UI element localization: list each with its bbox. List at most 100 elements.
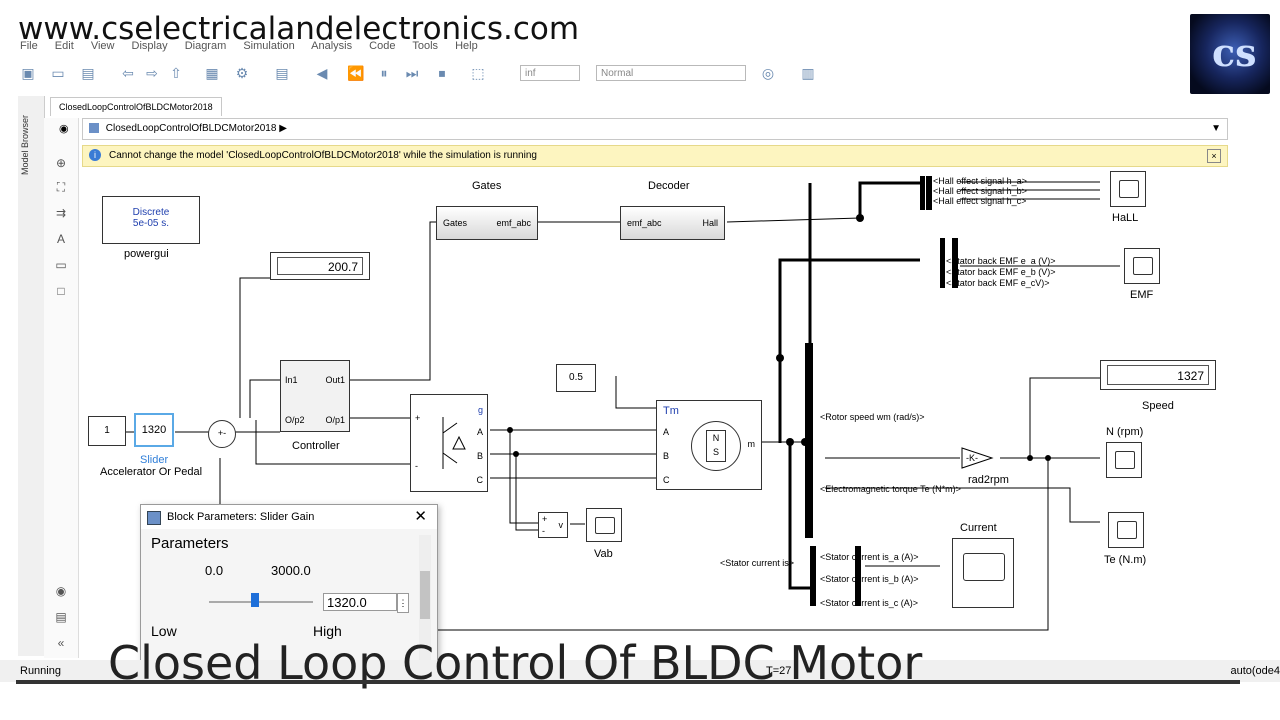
gates-out-port: emf_abc: [496, 218, 531, 228]
emf-scope-label: EMF: [1130, 289, 1154, 301]
save-icon[interactable]: ▤: [81, 65, 95, 81]
new-model-icon[interactable]: ▣: [21, 65, 35, 81]
status-bar: Running T=27 auto(ode4: [0, 660, 1280, 682]
grid-icon[interactable]: ▥: [801, 65, 815, 81]
info-banner: i Cannot change the model 'ClosedLoopCon…: [82, 145, 1228, 167]
stator-current-label: <Stator current is>: [720, 558, 795, 568]
dialog-title-bar[interactable]: Block Parameters: Slider Gain ✕: [141, 505, 437, 529]
annotation-icon[interactable]: A: [56, 232, 65, 246]
current-scope-block[interactable]: [952, 538, 1014, 608]
constant-1-block[interactable]: 1: [88, 416, 126, 446]
decoder-block[interactable]: emf_abc Hall: [620, 206, 725, 240]
status-time: T=27: [766, 665, 792, 677]
check-icon[interactable]: ◎: [761, 65, 775, 81]
step-forward-icon[interactable]: ⏭: [405, 65, 419, 81]
slider-thumb[interactable]: [250, 593, 259, 607]
inverter-block[interactable]: g A B C + -: [410, 394, 488, 492]
menu-file[interactable]: File: [20, 40, 38, 52]
watermark-text: www.cselectricalandelectronics.com: [18, 11, 580, 47]
gates-in-port: Gates: [443, 218, 468, 228]
menu-help[interactable]: Help: [455, 40, 478, 52]
canvas-tools-palette: ⊕ ⛶ ⇉ A ▭ □ ◉ ▤ «: [44, 118, 79, 658]
status-solver[interactable]: auto(ode4: [1230, 665, 1280, 677]
inverter-plus-port: +: [415, 413, 421, 423]
chevron-down-icon[interactable]: ▼: [1211, 123, 1221, 134]
speed-display-block[interactable]: 1327: [1100, 360, 1216, 390]
step-back-icon[interactable]: ◀: [316, 65, 328, 81]
controller-in2-port: O/p2: [285, 415, 305, 425]
library-icon[interactable]: ▦: [205, 65, 219, 81]
hall-signal-c: <Hall effect signal h_c>: [933, 196, 1027, 206]
slider-track[interactable]: [209, 601, 313, 603]
gates-block[interactable]: Gates emf_abc: [436, 206, 538, 240]
controller-block[interactable]: In1 O/p2 Out1 O/p1: [280, 360, 350, 432]
close-icon[interactable]: ✕: [414, 508, 427, 525]
inverter-a-port: A: [476, 427, 483, 437]
status-running: Running: [20, 665, 61, 677]
slider-gain-block[interactable]: 1320: [134, 413, 174, 447]
breadcrumb[interactable]: ◉ ClosedLoopControlOfBLDCMotor2018 ▶ ▼: [59, 118, 1228, 140]
forward-icon[interactable]: ⇨: [146, 65, 158, 81]
model-config-icon[interactable]: ▤: [275, 65, 289, 81]
menu-simulation[interactable]: Simulation: [243, 40, 295, 52]
display-block[interactable]: 200.7: [270, 252, 370, 280]
pause-icon[interactable]: ⏸: [380, 65, 388, 81]
vab-scope-label: Vab: [594, 548, 613, 560]
vm-v: v: [558, 520, 564, 530]
constant-0-5-block[interactable]: 0.5: [556, 364, 596, 392]
property-inspector-icon[interactable]: ▤: [55, 610, 67, 624]
emf-scope-block[interactable]: [1124, 248, 1160, 284]
area-icon[interactable]: □: [57, 284, 65, 298]
diagram-canvas[interactable]: Discrete 5e-05 s. powergui 200.7 Gates G…: [80, 168, 1240, 658]
zoom-icon[interactable]: ⊕: [55, 156, 67, 170]
vab-scope-block[interactable]: [586, 508, 622, 542]
tab-model[interactable]: ClosedLoopControlOfBLDCMotor2018: [50, 97, 222, 116]
voltage-measurement-block[interactable]: + - v: [538, 512, 568, 538]
emf-signal-a: <Stator back EMF e_a (V)>: [946, 256, 1056, 266]
bldc-motor-block[interactable]: Tm A B C m N S: [656, 400, 762, 490]
breadcrumb-model[interactable]: ClosedLoopControlOfBLDCMotor2018: [105, 123, 277, 134]
menu-analysis[interactable]: Analysis: [311, 40, 353, 52]
menu-tools[interactable]: Tools: [412, 40, 439, 52]
inverter-b-port: B: [476, 451, 483, 461]
close-icon[interactable]: ×: [1207, 149, 1221, 163]
sim-mode-select[interactable]: Normal: [596, 65, 746, 81]
breadcrumb-arrow-icon[interactable]: ▶: [279, 123, 287, 134]
gain-block[interactable]: [960, 446, 996, 470]
stop-time-input[interactable]: inf: [520, 65, 580, 81]
stop-icon[interactable]: ⏹: [438, 65, 446, 81]
menu-code[interactable]: Code: [369, 40, 396, 52]
te-scope-block[interactable]: [1108, 512, 1144, 548]
fit-view-icon[interactable]: ⛶: [56, 180, 66, 194]
step-back-2-icon[interactable]: ⏪: [347, 65, 365, 81]
slider-value-input[interactable]: 1320.0: [323, 593, 397, 611]
open-icon[interactable]: ▭: [51, 65, 65, 81]
collapse-icon[interactable]: «: [57, 636, 65, 650]
gates-label: Gates: [472, 180, 502, 192]
motor-a-port: A: [663, 427, 670, 437]
scope-icon[interactable]: ⬚: [471, 65, 485, 81]
up-icon[interactable]: ⇧: [170, 65, 182, 81]
dialog-scrollbar-thumb[interactable]: [420, 571, 430, 619]
inverter-minus-port: -: [415, 461, 418, 471]
powergui-label: powergui: [124, 248, 169, 260]
decoder-out-port: Hall: [702, 218, 718, 228]
menu-display[interactable]: Display: [131, 40, 168, 52]
image-icon[interactable]: ▭: [55, 258, 67, 272]
model-browser-strip[interactable]: [18, 96, 45, 656]
arrow-icon[interactable]: ⇉: [55, 206, 67, 220]
powergui-block[interactable]: Discrete 5e-05 s.: [102, 196, 200, 244]
spinner-icon[interactable]: ⋮: [397, 593, 409, 613]
sum-block[interactable]: +-: [208, 420, 236, 448]
menu-view[interactable]: View: [90, 40, 115, 52]
n-scope-block[interactable]: [1106, 442, 1142, 478]
hide-browser-icon[interactable]: ◉: [59, 123, 69, 135]
camera-icon[interactable]: ◉: [55, 584, 67, 598]
settings-gear-icon[interactable]: ⚙: [235, 65, 249, 81]
menu-edit[interactable]: Edit: [54, 40, 74, 52]
hall-scope-label: HaLL: [1112, 212, 1139, 224]
menu-diagram[interactable]: Diagram: [184, 40, 227, 52]
back-icon[interactable]: ⇦: [122, 65, 134, 81]
model-browser-label[interactable]: Model Browser: [20, 114, 30, 175]
hall-scope-block[interactable]: [1110, 171, 1146, 207]
